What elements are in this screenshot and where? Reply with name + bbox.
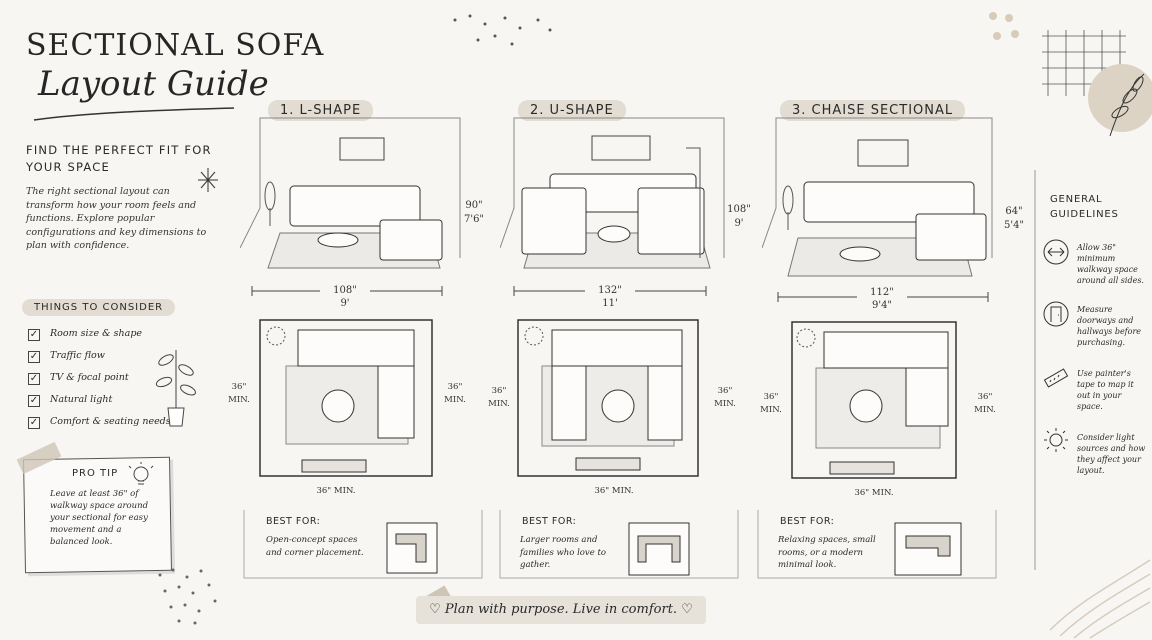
consider-item: ✓Room size & shape	[28, 328, 143, 341]
side-min-word: MIN.	[974, 405, 996, 415]
l-shape-thumbnail	[386, 522, 438, 574]
width-dim-ft: 9'	[340, 298, 350, 309]
page-subtitle: Layout Guide	[38, 64, 269, 104]
best-for-label: BEST FOR:	[266, 516, 321, 527]
best-for-text: Open-concept spaces and corner placement…	[266, 535, 364, 558]
sparkle-icon	[198, 168, 218, 192]
best-for-card	[499, 510, 739, 579]
height-dim: 90"	[465, 200, 483, 211]
width-dim-ft: 9'4"	[871, 300, 893, 311]
guideline-text: Consider light sources and how they affe…	[1077, 433, 1146, 475]
consider-item: ✓Natural light	[28, 394, 113, 407]
sun-icon	[1044, 428, 1068, 452]
l-shape-perspective	[240, 117, 461, 269]
guideline-text: Use painter's tape to map it out in your…	[1077, 369, 1134, 411]
guidelines-title: GENERAL GUIDELINES	[1050, 194, 1119, 220]
checkbox-icon: ✓	[28, 417, 40, 429]
chaise-floorplan	[791, 321, 957, 479]
best-for-text: Relaxing spaces, small rooms, or a moder…	[778, 535, 876, 570]
best-for-label: BEST FOR:	[522, 516, 577, 527]
layout-title: 2. U-SHAPE	[518, 100, 626, 121]
height-dim: 64"	[1005, 206, 1023, 217]
checkbox-icon: ✓	[28, 329, 40, 341]
footer-banner: ♡ Plan with purpose. Live in comfort. ♡	[416, 596, 706, 624]
layout-title: 1. L-SHAPE	[268, 100, 374, 121]
width-dim: 132"	[585, 285, 635, 296]
side-min-word: MIN.	[760, 405, 782, 415]
tape-measure-icon	[1043, 368, 1069, 388]
chaise-perspective	[762, 117, 993, 277]
plant-icon	[155, 350, 196, 427]
checkbox-icon: ✓	[28, 373, 40, 385]
bottom-min: 36" MIN.	[854, 488, 894, 498]
intro-body: The right sectional layout can transform…	[26, 186, 207, 251]
best-for-label: BEST FOR:	[780, 516, 835, 527]
height-dim-ft: 5'4"	[1003, 220, 1025, 231]
consider-item: ✓Comfort & seating needs	[28, 416, 171, 429]
side-min: 36"	[717, 386, 733, 396]
side-min-word: MIN.	[714, 399, 736, 409]
footer-text: Plan with purpose. Live in comfort.	[444, 602, 678, 617]
arrows-horizontal-icon	[1043, 239, 1069, 265]
u-shape-perspective	[500, 117, 725, 269]
lightbulb-icon	[128, 462, 154, 485]
bottom-min: 36" MIN.	[594, 486, 634, 496]
side-min: 36"	[447, 382, 463, 392]
checkbox-icon: ✓	[28, 395, 40, 407]
best-for-card	[757, 510, 997, 579]
width-dim-ft: 11'	[602, 298, 618, 309]
side-min: 36"	[977, 392, 993, 402]
height-dim-ft: 9'	[734, 218, 744, 229]
things-title: THINGS TO CONSIDER	[22, 299, 176, 316]
width-dim: 112"	[857, 287, 907, 298]
best-for-card	[243, 510, 483, 579]
side-min-word: MIN.	[228, 395, 250, 405]
side-min: 36"	[763, 392, 779, 402]
u-shape-thumbnail	[628, 522, 690, 576]
checkbox-icon: ✓	[28, 351, 40, 363]
guideline-text: Measure doorways and hallways before pur…	[1077, 305, 1142, 347]
heart-icon: ♡	[677, 602, 693, 617]
layout-title: 3. CHAISE SECTIONAL	[780, 100, 966, 121]
heart-icon: ♡	[429, 602, 445, 617]
best-for-text: Larger rooms and families who love to ga…	[520, 535, 606, 570]
consider-item: ✓Traffic flow	[28, 350, 105, 363]
sidebar-divider	[1034, 170, 1036, 570]
hatch-decoration	[1049, 559, 1151, 639]
side-min-word: MIN.	[488, 399, 510, 409]
doorway-icon	[1043, 301, 1069, 327]
width-dim: 108"	[320, 285, 370, 296]
height-dim: 108"	[727, 204, 751, 215]
side-min: 36"	[491, 386, 507, 396]
u-shape-floorplan	[517, 319, 699, 477]
side-min: 36"	[231, 382, 247, 392]
dots-decoration	[989, 12, 1019, 40]
bottom-min: 36" MIN.	[316, 486, 356, 496]
height-dim-ft: 7'6"	[463, 214, 485, 225]
page-title: SECTIONAL SOFA	[26, 28, 325, 63]
side-min-word: MIN.	[444, 395, 466, 405]
protip-text: Leave at least 36" of walkway space arou…	[50, 489, 149, 547]
chaise-thumbnail	[894, 522, 962, 576]
protip-title: PRO TIP	[72, 468, 119, 479]
consider-item: ✓TV & focal point	[28, 372, 129, 385]
title-underline	[33, 107, 235, 121]
dots-decoration	[158, 568, 217, 625]
dots-decoration	[453, 14, 552, 46]
guideline-text: Allow 36" minimum walkway space around a…	[1077, 243, 1144, 285]
intro-subheading: FIND THE PERFECT FIT FOR YOUR SPACE	[26, 143, 212, 174]
grid-leaf-decoration	[1042, 30, 1152, 136]
l-shape-floorplan	[259, 319, 433, 477]
